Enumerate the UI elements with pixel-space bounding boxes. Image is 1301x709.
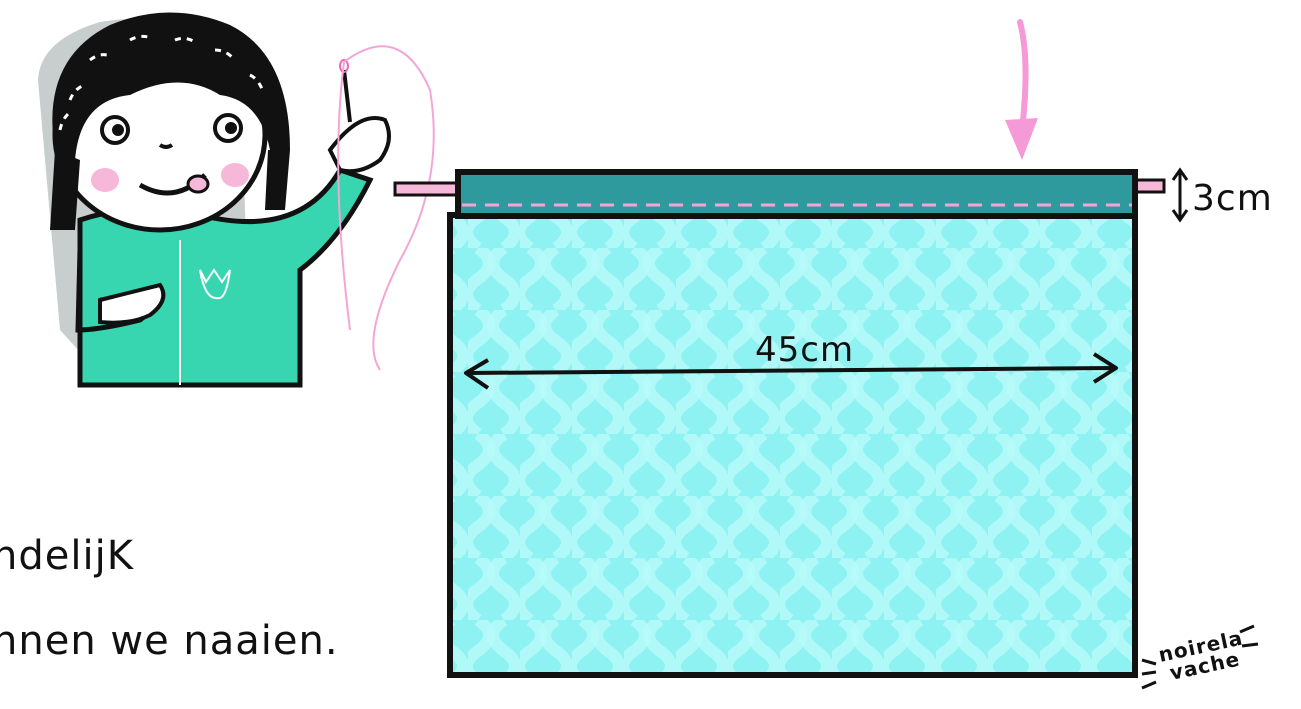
cord-left-end <box>395 183 465 195</box>
girl-sewing-illustration <box>38 13 389 386</box>
hem-height-arrow <box>1173 170 1187 220</box>
hem-measurement-label: 3cm <box>1192 178 1273 219</box>
caption-line-1: ndelijK <box>0 530 134 582</box>
pink-down-arrow-icon <box>1005 22 1038 160</box>
width-measurement-label: 45cm <box>755 330 854 370</box>
bag-fabric-panel <box>450 215 1135 675</box>
hem-band <box>458 172 1135 216</box>
caption-line-2: nnen we naaien. <box>0 615 339 667</box>
